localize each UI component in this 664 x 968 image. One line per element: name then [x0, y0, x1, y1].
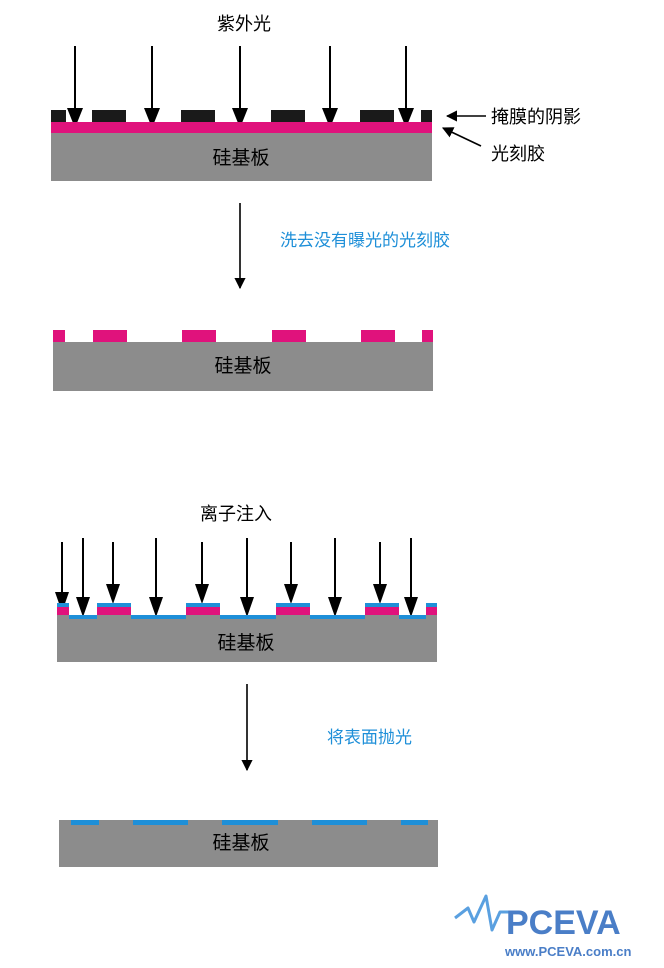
implant-region	[401, 820, 428, 825]
photoresist-layer	[51, 122, 432, 133]
implant-region	[222, 820, 278, 825]
silicon-substrate	[59, 820, 438, 867]
resist-block	[182, 330, 216, 342]
pceva-watermark: PCEVA www.PCEVA.com.cn	[454, 894, 631, 959]
uv-arrowheads	[67, 108, 414, 128]
arrowhead-icon	[67, 108, 83, 128]
resist-block	[365, 607, 399, 615]
mask-shadow-label: 掩膜的阴影	[491, 107, 581, 128]
arrowhead-icon	[284, 584, 298, 604]
implant-cap	[97, 603, 131, 607]
stage-ion-implant: 离子注入	[55, 504, 437, 662]
mask-segment	[271, 110, 305, 122]
ion-arrowheads	[55, 584, 418, 617]
silicon-substrate	[51, 133, 432, 181]
pulse-logo-icon	[454, 894, 515, 932]
implant-cap	[426, 603, 437, 607]
uv-light-title: 紫外光	[217, 14, 271, 35]
resist-block	[361, 330, 395, 342]
resist-block	[57, 607, 69, 615]
arrowhead-icon	[398, 108, 414, 128]
step-wash-resist: 洗去没有曝光的光刻胶	[234, 203, 450, 290]
resist-pattern	[57, 607, 437, 615]
resist-block	[93, 330, 127, 342]
mask-segment	[92, 110, 126, 122]
mask-segment	[51, 110, 66, 122]
wash-step-label: 洗去没有曝光的光刻胶	[280, 231, 450, 251]
resist-block	[272, 330, 306, 342]
stage-uv-exposure: 紫外光 硅基板	[51, 14, 581, 181]
arrowhead-icon	[149, 597, 163, 617]
implant-region	[71, 820, 99, 825]
implant-cap	[186, 603, 220, 607]
silicon-substrate	[57, 615, 437, 662]
implant-region	[133, 820, 188, 825]
implant-region	[310, 615, 365, 619]
step-polish: 将表面抛光	[241, 684, 412, 772]
uv-arrows	[74, 46, 407, 119]
ion-arrows	[61, 538, 412, 605]
resist-callout-arrow	[441, 127, 482, 147]
arrowhead-icon	[240, 597, 254, 617]
polish-step-label: 将表面抛光	[327, 728, 412, 748]
implant-region	[399, 615, 426, 619]
arrowhead-icon	[322, 108, 338, 128]
resist-block	[186, 607, 220, 615]
resist-block	[53, 330, 65, 342]
arrowhead-icon	[232, 108, 248, 128]
arrowhead-icon	[144, 108, 160, 128]
mask-shadow	[51, 110, 432, 122]
implant-region	[220, 615, 276, 619]
implant-region	[312, 820, 367, 825]
arrowhead-icon	[404, 597, 418, 617]
implant-region	[131, 615, 186, 619]
ion-implant-title: 离子注入	[200, 504, 272, 525]
mask-segment	[421, 110, 432, 122]
photoresist-label: 光刻胶	[491, 144, 545, 165]
substrate-label: 硅基板	[214, 355, 271, 377]
implanted-regions	[69, 615, 426, 619]
stage-developed: 硅基板	[53, 330, 433, 391]
substrate-label: 硅基板	[217, 632, 274, 654]
watermark-logo-text: PCEVA	[506, 904, 621, 942]
implant-cap	[365, 603, 399, 607]
arrowhead-icon	[76, 597, 90, 617]
mask-segment	[360, 110, 394, 122]
arrowhead-icon	[55, 592, 69, 612]
stage-polished: 硅基板	[59, 820, 438, 867]
resist-block	[426, 607, 437, 615]
arrowhead-icon	[195, 584, 209, 604]
substrate-label: 硅基板	[212, 147, 269, 169]
resist-block	[422, 330, 433, 342]
mask-segment	[181, 110, 215, 122]
arrowhead-icon	[328, 597, 342, 617]
resist-block	[97, 607, 131, 615]
implant-on-resist	[57, 603, 437, 607]
arrowhead-icon	[106, 584, 120, 604]
silicon-substrate	[53, 342, 433, 391]
implant-cap	[57, 603, 69, 607]
watermark-url: www.PCEVA.com.cn	[504, 944, 631, 959]
implant-cap	[276, 603, 310, 607]
resist-pattern	[53, 330, 433, 342]
resist-block	[276, 607, 310, 615]
arrowhead-icon	[373, 584, 387, 604]
implanted-regions	[71, 820, 428, 825]
substrate-label: 硅基板	[212, 832, 269, 854]
implant-region	[69, 615, 97, 619]
